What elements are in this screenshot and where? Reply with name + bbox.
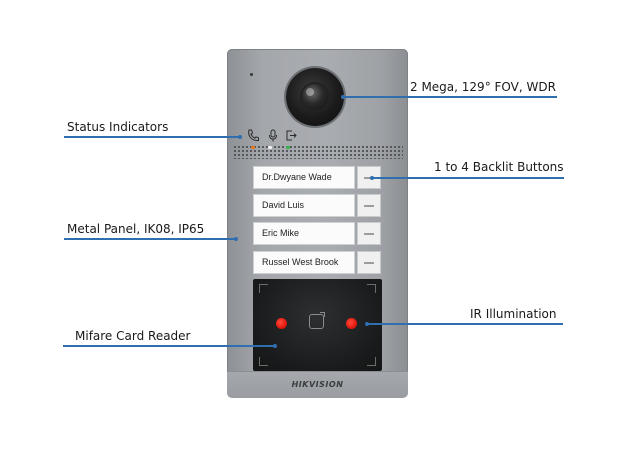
call-button-4[interactable] <box>357 251 381 274</box>
brand-logo: HIKVISION <box>291 380 344 389</box>
card-reader-icon-mark <box>320 312 325 317</box>
callout-dot-buttons <box>370 176 374 180</box>
callout-line-ir <box>367 323 563 325</box>
minus-icon <box>364 205 374 207</box>
callout-dot-status <box>238 135 242 139</box>
callout-line-buttons <box>372 177 564 179</box>
status-led-green <box>286 146 290 149</box>
microphone-icon <box>267 129 279 142</box>
label-camera: 2 Mega, 129° FOV, WDR <box>410 80 556 94</box>
minus-icon <box>364 177 374 179</box>
reader-corner-bl <box>259 357 268 366</box>
status-led-white <box>268 146 272 149</box>
minus-icon <box>364 262 374 264</box>
callout-line-card-reader <box>63 345 275 347</box>
name-button-4[interactable]: Russel West Brook <box>253 251 355 274</box>
call-button-3[interactable] <box>357 222 381 245</box>
card-reader-area[interactable] <box>253 279 382 371</box>
label-status: Status Indicators <box>67 120 169 134</box>
minus-icon <box>364 233 374 235</box>
callout-dot-ir <box>365 322 369 326</box>
ir-led-left <box>276 318 287 329</box>
label-buttons: 1 to 4 Backlit Buttons <box>434 160 564 174</box>
card-reader-icon <box>309 314 324 329</box>
name-button-3[interactable]: Eric Mike <box>253 222 355 245</box>
callout-dot-panel <box>234 237 238 241</box>
name-button-1[interactable]: Dr.Dwyane Wade <box>253 166 355 189</box>
speaker-grille <box>233 145 403 159</box>
door-exit-icon <box>285 129 297 142</box>
reader-corner-tr <box>367 284 376 293</box>
reader-corner-tl <box>259 284 268 293</box>
camera-lens-glint <box>306 88 314 96</box>
reader-corner-br <box>367 357 376 366</box>
callout-line-panel <box>64 238 236 240</box>
label-ir: IR Illumination <box>470 307 557 321</box>
ir-led-right <box>346 318 357 329</box>
device-bottom-strip: HIKVISION <box>227 371 408 398</box>
microphone-hole <box>250 73 253 76</box>
call-button-2[interactable] <box>357 194 381 217</box>
callout-line-camera <box>343 96 557 98</box>
callout-line-status <box>64 136 240 138</box>
callout-dot-camera <box>341 95 345 99</box>
status-led-orange <box>251 146 255 149</box>
name-button-2[interactable]: David Luis <box>253 194 355 217</box>
label-panel: Metal Panel, IK08, IP65 <box>67 222 205 236</box>
phone-icon <box>247 129 259 142</box>
callout-dot-card-reader <box>273 344 277 348</box>
camera-lens <box>302 84 328 110</box>
label-card-reader: Mifare Card Reader <box>75 329 191 343</box>
